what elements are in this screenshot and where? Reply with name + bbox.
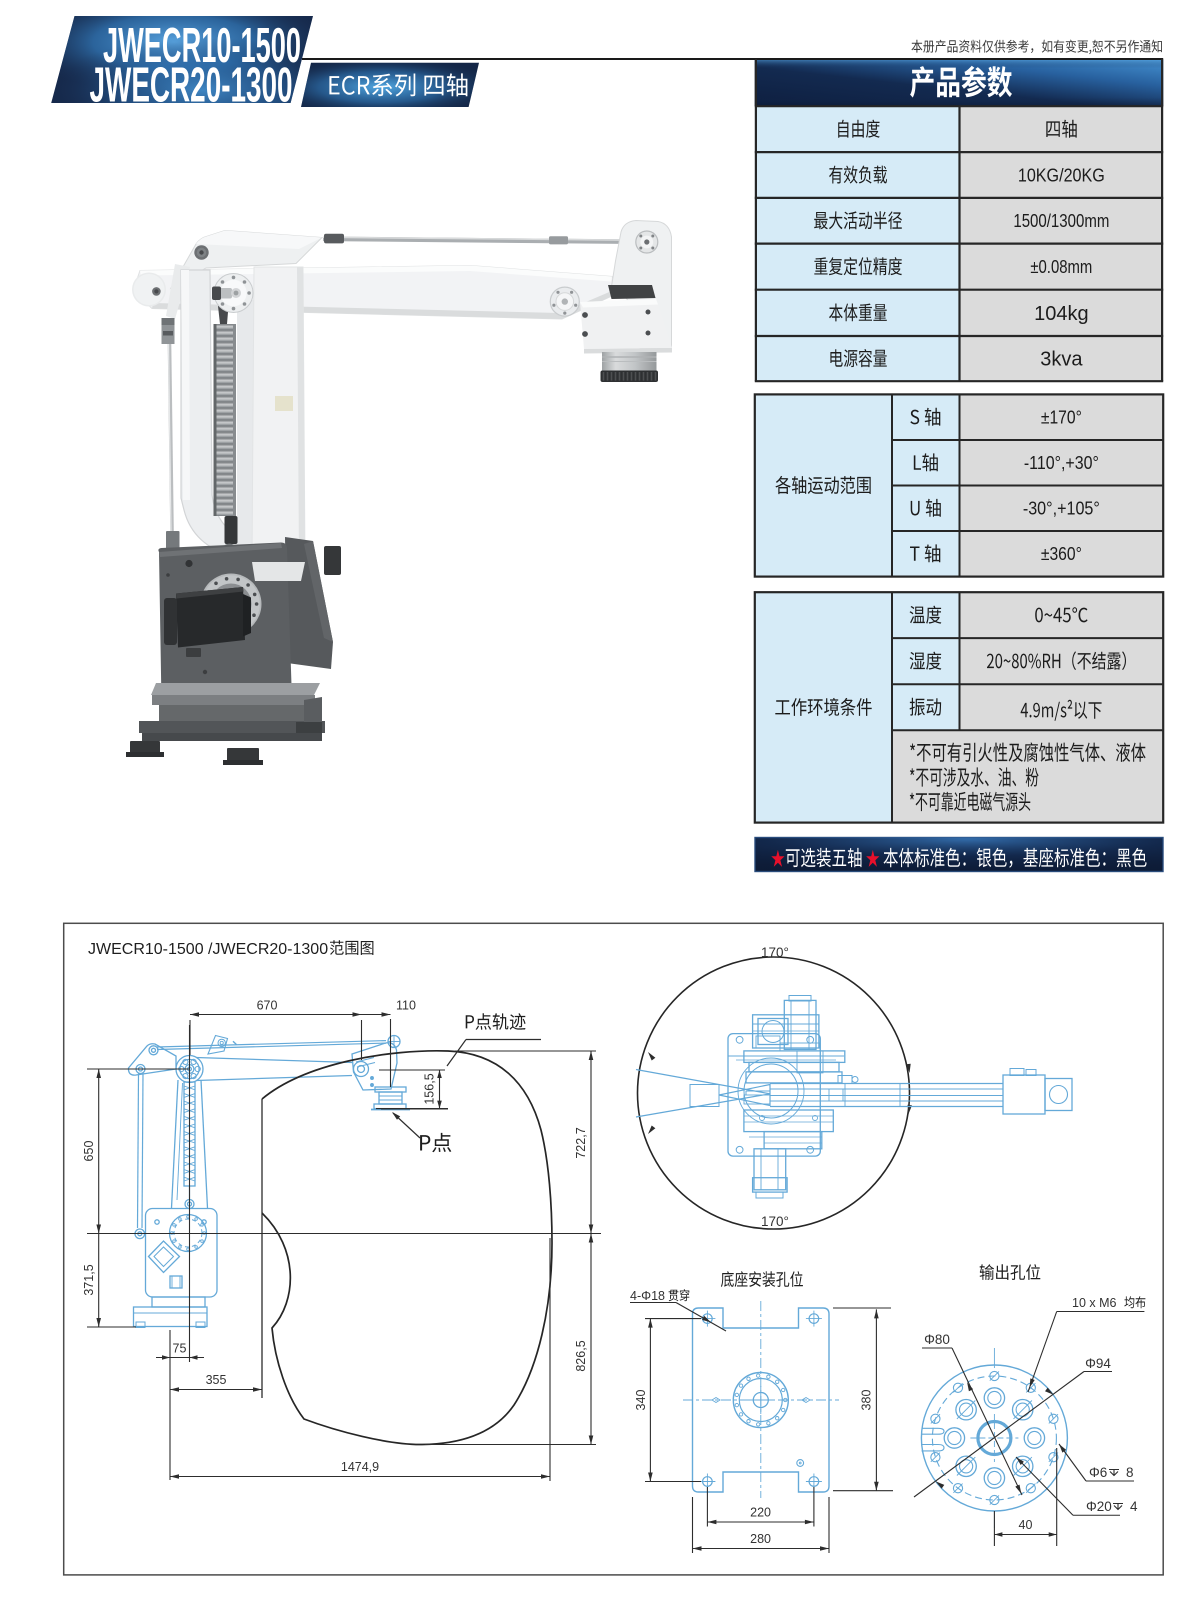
svg-text:170°: 170° <box>761 945 789 960</box>
svg-text:104kg: 104kg <box>1034 303 1089 325</box>
svg-text:722,7: 722,7 <box>574 1127 588 1158</box>
svg-text:650: 650 <box>82 1141 96 1162</box>
svg-text:1500/1300mm: 1500/1300mm <box>1013 211 1109 231</box>
svg-text:8: 8 <box>1126 1465 1134 1480</box>
svg-text:371,5: 371,5 <box>82 1264 96 1295</box>
svg-text:-30°,+105°: -30°,+105° <box>1023 499 1100 519</box>
svg-text:355: 355 <box>206 1373 227 1387</box>
svg-text:4: 4 <box>1130 1499 1138 1514</box>
svg-text:±360°: ±360° <box>1041 544 1082 564</box>
svg-text:156,5: 156,5 <box>423 1073 437 1104</box>
svg-text:Φ80: Φ80 <box>924 1332 950 1347</box>
svg-text:40: 40 <box>1019 1518 1033 1532</box>
svg-text:±0.08mm: ±0.08mm <box>1030 257 1092 277</box>
svg-text:380: 380 <box>860 1390 874 1411</box>
svg-text:1474,9: 1474,9 <box>341 1460 379 1474</box>
svg-text:-110°,+30°: -110°,+30° <box>1024 453 1099 473</box>
svg-text:670: 670 <box>257 999 278 1013</box>
svg-text:110: 110 <box>396 999 416 1013</box>
svg-text:JWECR10-1500: JWECR10-1500 <box>103 19 301 73</box>
svg-text:220: 220 <box>750 1506 771 1520</box>
svg-text:Φ94: Φ94 <box>1085 1356 1111 1371</box>
svg-text:JWECR10-1500 /JWECR20-1300: JWECR10-1500 /JWECR20-1300 <box>88 941 328 958</box>
svg-text:3kva: 3kva <box>1040 349 1083 371</box>
svg-text:826,5: 826,5 <box>574 1340 588 1371</box>
svg-text:170°: 170° <box>761 1214 789 1229</box>
svg-text:10 x M6: 10 x M6 <box>1072 1296 1117 1310</box>
svg-text:Φ20: Φ20 <box>1086 1499 1112 1514</box>
svg-text:10KG/20KG: 10KG/20KG <box>1018 165 1105 185</box>
svg-text:280: 280 <box>750 1532 771 1546</box>
svg-text:JWECR20-1300: JWECR20-1300 <box>90 59 293 113</box>
svg-text:340: 340 <box>634 1390 648 1411</box>
svg-text:75: 75 <box>173 1342 187 1356</box>
svg-text:Φ6: Φ6 <box>1089 1465 1107 1480</box>
svg-text:4-Φ18: 4-Φ18 <box>630 1289 665 1303</box>
svg-text:±170°: ±170° <box>1041 408 1082 428</box>
